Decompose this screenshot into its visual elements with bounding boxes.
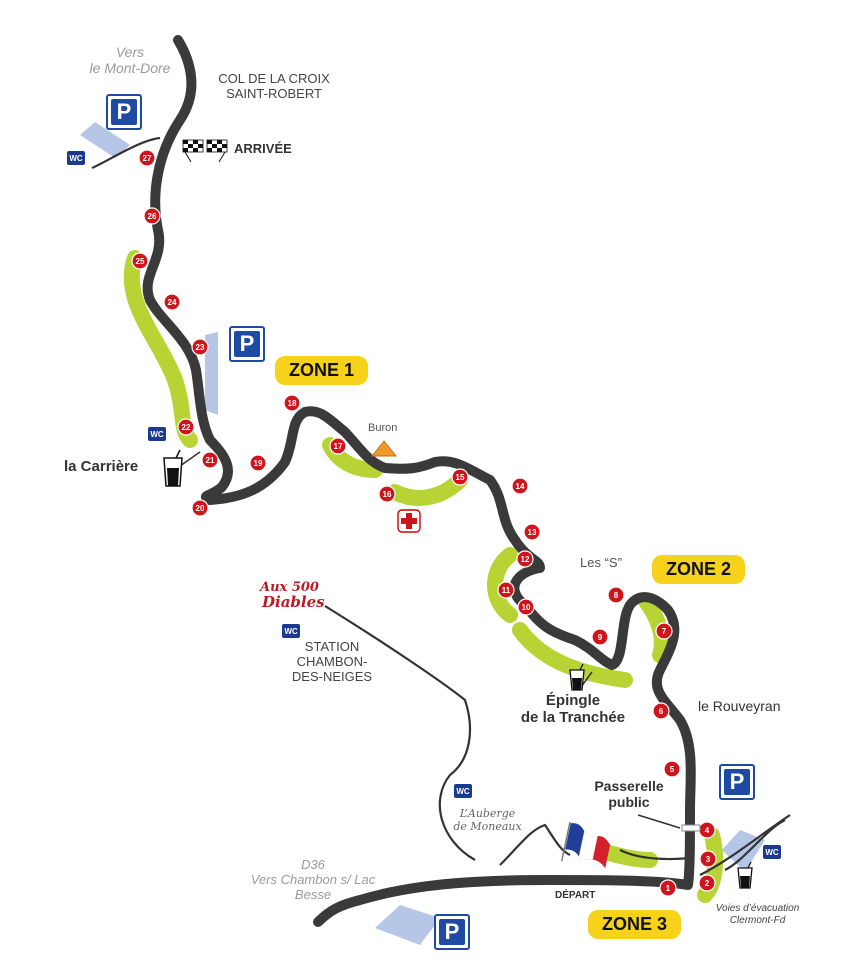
km-marker-24: 24 bbox=[163, 293, 181, 311]
km-marker-label: 24 bbox=[168, 298, 177, 307]
km-marker-12: 12 bbox=[516, 550, 534, 568]
km-marker-label: 15 bbox=[456, 473, 465, 482]
buron-tent-icon bbox=[370, 440, 398, 457]
km-marker-label: 5 bbox=[670, 765, 675, 774]
km-marker-5: 5 bbox=[663, 760, 681, 778]
km-marker-27: 27 bbox=[138, 149, 156, 167]
drink-icon bbox=[163, 449, 183, 487]
checkered-flag-icon bbox=[182, 139, 228, 163]
secondary-roads bbox=[91, 136, 791, 876]
km-marker-label: 19 bbox=[254, 459, 263, 468]
km-marker-label: 23 bbox=[196, 343, 205, 352]
drink-icon bbox=[737, 861, 753, 889]
voies-label: Voies d’évacuation Clermont-Fd bbox=[715, 903, 800, 926]
depart-label: DÉPART bbox=[555, 890, 596, 901]
zone-1-badge: ZONE 1 bbox=[275, 356, 369, 385]
km-marker-9: 9 bbox=[591, 628, 609, 646]
km-marker-label: 10 bbox=[522, 603, 531, 612]
epingle-label: Épingle de la Tranchée bbox=[520, 692, 626, 727]
km-marker-label: 27 bbox=[143, 154, 152, 163]
km-marker-label: 20 bbox=[196, 504, 205, 513]
km-marker-1: 1 bbox=[659, 879, 677, 897]
passerelle-bar bbox=[681, 824, 701, 832]
station-label: STATION CHAMBON- DES-NEIGES bbox=[291, 639, 373, 684]
km-marker-14: 14 bbox=[511, 477, 529, 495]
km-marker-6: 6 bbox=[652, 702, 670, 720]
km-marker-label: 2 bbox=[705, 879, 710, 888]
km-marker-11: 11 bbox=[497, 581, 515, 599]
wc-icon: WC bbox=[763, 845, 781, 859]
km-marker-label: 18 bbox=[288, 399, 297, 408]
km-marker-13: 13 bbox=[523, 523, 541, 541]
zone-2-badge: ZONE 2 bbox=[652, 555, 746, 584]
km-marker-label: 12 bbox=[521, 555, 530, 564]
km-marker-7: 7 bbox=[655, 622, 673, 640]
km-marker-label: 9 bbox=[598, 633, 603, 642]
km-marker-26: 26 bbox=[143, 207, 161, 225]
parking-icon: P bbox=[719, 764, 755, 800]
aux-500-diables-logo: Aux 500 Diables bbox=[260, 580, 325, 611]
km-marker-label: 3 bbox=[706, 855, 711, 864]
wc-icon: WC bbox=[148, 427, 166, 441]
km-marker-25: 25 bbox=[131, 252, 149, 270]
km-marker-18: 18 bbox=[283, 394, 301, 412]
km-marker-21: 21 bbox=[201, 451, 219, 469]
parking-icon: P bbox=[434, 914, 470, 950]
parking-areas bbox=[80, 122, 765, 945]
km-marker-label: 8 bbox=[614, 591, 619, 600]
km-marker-23: 23 bbox=[191, 338, 209, 356]
wc-icon: WC bbox=[454, 784, 472, 798]
km-marker-16: 16 bbox=[378, 485, 396, 503]
km-marker-22: 22 bbox=[177, 418, 195, 436]
wc-icon: WC bbox=[282, 624, 300, 638]
passerelle-label: Passerelle public bbox=[594, 778, 664, 811]
drink-icon bbox=[569, 663, 585, 691]
parking-icon: P bbox=[106, 94, 142, 130]
arrivee-label: ARRIVÉE bbox=[234, 141, 292, 156]
km-marker-label: 16 bbox=[383, 490, 392, 499]
auberge-label: L’Auberge de Moneaux bbox=[453, 807, 522, 833]
km-marker-10: 10 bbox=[517, 598, 535, 616]
parking-icon: P bbox=[229, 326, 265, 362]
les-s-label: Les “S” bbox=[580, 555, 622, 570]
d36-label: D36 Vers Chambon s/ Lac Besse bbox=[250, 857, 376, 902]
first-aid-icon bbox=[397, 509, 421, 533]
km-marker-17: 17 bbox=[329, 437, 347, 455]
french-flag-icon bbox=[560, 821, 611, 869]
km-marker-19: 19 bbox=[249, 454, 267, 472]
le-rouveyran-label: le Rouveyran bbox=[698, 698, 781, 714]
course-road bbox=[142, 35, 696, 927]
km-markers: 1234567891011121314151617181920212223242… bbox=[131, 149, 717, 897]
km-marker-15: 15 bbox=[451, 468, 469, 486]
km-marker-label: 26 bbox=[148, 212, 157, 221]
km-marker-label: 7 bbox=[662, 627, 667, 636]
km-marker-label: 17 bbox=[334, 442, 343, 451]
km-marker-label: 4 bbox=[705, 826, 710, 835]
km-marker-label: 13 bbox=[528, 528, 537, 537]
km-marker-4: 4 bbox=[698, 821, 716, 839]
km-marker-3: 3 bbox=[699, 850, 717, 868]
buron-label: Buron bbox=[368, 422, 398, 434]
wc-icon: WC bbox=[67, 151, 85, 165]
km-marker-label: 6 bbox=[659, 707, 664, 716]
vers-mont-dore-label: Vers le Mont-Dore bbox=[89, 44, 171, 77]
km-marker-label: 14 bbox=[516, 482, 525, 491]
km-marker-20: 20 bbox=[191, 499, 209, 517]
col-label: COL DE LA CROIX SAINT-ROBERT bbox=[218, 71, 330, 101]
km-marker-label: 21 bbox=[206, 456, 215, 465]
la-carriere-label: la Carrière bbox=[64, 458, 139, 475]
km-marker-label: 11 bbox=[502, 586, 511, 595]
km-marker-label: 25 bbox=[136, 257, 145, 266]
zone-3-badge: ZONE 3 bbox=[588, 910, 682, 939]
km-marker-2: 2 bbox=[698, 874, 716, 892]
km-marker-label: 1 bbox=[666, 884, 671, 893]
km-marker-8: 8 bbox=[607, 586, 625, 604]
km-marker-label: 22 bbox=[182, 423, 191, 432]
